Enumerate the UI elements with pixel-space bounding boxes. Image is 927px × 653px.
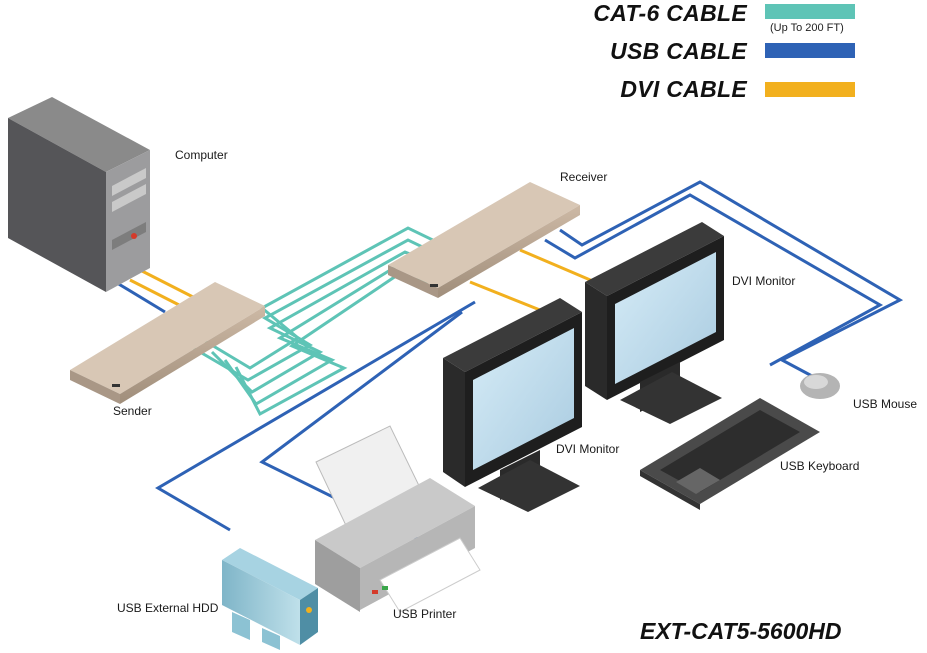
model-number: EXT-CAT5-5600HD [640, 618, 842, 644]
legend-dvi-label: DVI CABLE [620, 76, 747, 102]
dvi-monitor-2-label: DVI Monitor [732, 274, 796, 288]
dvi-cable-monitor-2 [519, 248, 596, 284]
usb-cable-hdd [155, 300, 476, 532]
sender-icon [70, 282, 265, 404]
computer-label: Computer [175, 148, 228, 162]
usb-hdd-label: USB External HDD [117, 601, 219, 615]
dvi-cable-monitor-1 [469, 280, 541, 312]
usb-external-hdd-icon [222, 548, 318, 650]
dvi-cable-computer-b [129, 278, 186, 310]
sender-label: Sender [113, 404, 152, 418]
dvi-monitor-1-label: DVI Monitor [556, 442, 620, 456]
usb-cables [111, 180, 904, 542]
dvi-cables [129, 248, 596, 312]
usb-printer-label: USB Printer [393, 607, 457, 621]
computer-icon [8, 97, 150, 292]
dvi-monitor-1-icon [443, 298, 582, 512]
usb-mouse-label: USB Mouse [853, 397, 918, 411]
legend-cat6-note: (Up To 200 FT) [770, 22, 844, 34]
usb-mouse-icon [800, 373, 840, 399]
legend-cat6-swatch [765, 4, 855, 19]
receiver-label: Receiver [560, 170, 608, 184]
legend-usb-swatch [765, 43, 855, 58]
dvi-cable-computer-a [139, 268, 196, 300]
dvi-monitor-2-icon [585, 222, 724, 424]
cat6-cable-d [223, 262, 441, 406]
usb-keyboard-label: USB Keyboard [780, 459, 860, 473]
usb-keyboard-icon [640, 398, 820, 510]
usb-printer-icon [315, 425, 481, 613]
legend-usb-label: USB CABLE [610, 38, 747, 64]
usb-cable-keyboard [544, 193, 884, 367]
receiver-icon [388, 182, 580, 298]
usb-cable-computer [111, 278, 166, 314]
legend-cat6-label: CAT-6 CABLE [593, 0, 747, 26]
usb-cable-mouse [559, 180, 904, 378]
legend-dvi-swatch [765, 82, 855, 97]
